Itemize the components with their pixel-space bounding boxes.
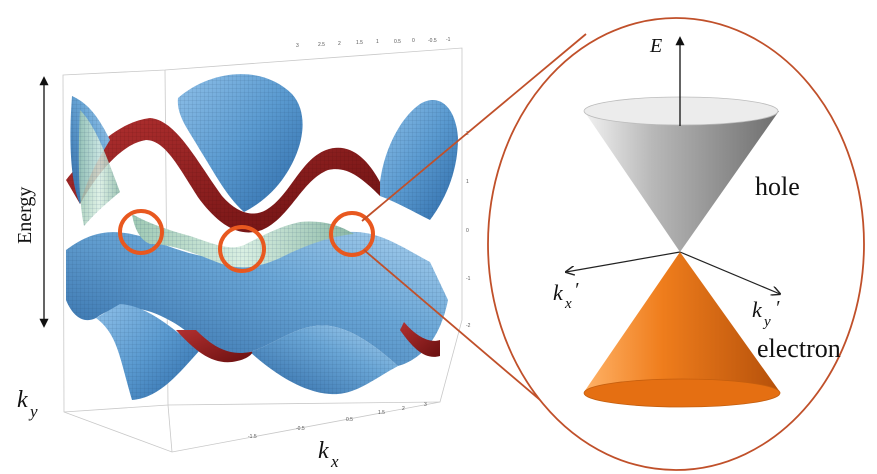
hole-label: hole xyxy=(755,172,800,201)
conduction-band-red xyxy=(66,118,440,363)
tick-side: 0 xyxy=(466,228,469,234)
hole-cone-top xyxy=(583,96,779,126)
energy-axis: Energy xyxy=(14,76,49,328)
kx-label-sub: x xyxy=(330,452,339,471)
kx-prime-mark: ′ xyxy=(574,279,579,301)
box-ticks-side: 2 1 0 -1 -2 xyxy=(466,131,471,329)
electron-cone-base xyxy=(583,378,781,408)
tick-bottom: 1.5 xyxy=(378,410,385,416)
ky-label-sub: y xyxy=(28,402,38,421)
tick-top: 2.5 xyxy=(318,42,325,48)
tick-top: 1 xyxy=(376,39,379,45)
hole-cone xyxy=(583,96,779,252)
tick-side: 1 xyxy=(466,179,469,185)
ky-axis-label: k y xyxy=(17,387,38,421)
e-axis-label: E xyxy=(649,35,662,57)
tick-bottom: -0.5 xyxy=(296,426,305,432)
tick-bottom: 0.5 xyxy=(346,417,353,423)
energy-axis-label: Energy xyxy=(14,187,36,244)
kx-label-main: k xyxy=(318,438,329,464)
ky-prime-axis: k y ′ xyxy=(679,251,780,330)
dirac-point-highlights xyxy=(118,209,375,273)
plot-bounding-box xyxy=(62,47,463,453)
kx-prime-axis: k x ′ xyxy=(553,251,681,312)
kx-prime-sub: x xyxy=(564,296,572,312)
tick-top: 0.5 xyxy=(394,39,401,45)
tick-top: 3 xyxy=(296,43,299,49)
kx-prime-label: k xyxy=(553,280,564,305)
tick-top: 2 xyxy=(338,41,341,47)
band-plot: 3 2.5 2 1.5 1 0.5 0 -0.5 -1 2 1 0 -1 -2 … xyxy=(14,37,471,471)
dirac-point-circle-right xyxy=(329,211,375,257)
tick-bottom: 3 xyxy=(424,402,427,408)
dirac-point-circle-middle xyxy=(218,225,266,273)
tick-bottom: -1.5 xyxy=(248,434,257,440)
connector-line-top xyxy=(361,33,587,222)
ky-prime-sub: y xyxy=(762,314,771,330)
tick-side: -2 xyxy=(466,323,471,329)
box-ticks-top: 3 2.5 2 1.5 1 0.5 0 -0.5 -1 xyxy=(296,37,451,49)
electron-label: electron xyxy=(757,334,841,363)
ky-prime-mark: ′ xyxy=(775,297,780,319)
dirac-cone-inset: k x ′ k y ′ E hole electron xyxy=(487,17,865,471)
energy-e-axis: E xyxy=(649,35,685,126)
kx-axis-label: k x xyxy=(318,438,339,471)
tick-bottom: 2 xyxy=(402,406,405,412)
tick-top: -1 xyxy=(446,37,451,43)
ky-prime-label: k xyxy=(752,297,763,322)
dirac-point-circle-left xyxy=(118,209,164,255)
tick-top: 1.5 xyxy=(356,40,363,46)
mesh-middle-region xyxy=(78,110,354,268)
valence-band-surface xyxy=(66,231,448,400)
conduction-band-surface xyxy=(70,74,458,220)
tick-side: -1 xyxy=(466,276,471,282)
tick-top: 0 xyxy=(412,38,415,44)
electron-cone xyxy=(583,252,781,408)
tick-top: -0.5 xyxy=(428,38,437,44)
ky-label-main: k xyxy=(17,387,28,413)
box-ticks-bottom: -1.5 -0.5 0.5 1.5 2 3 xyxy=(248,402,427,440)
